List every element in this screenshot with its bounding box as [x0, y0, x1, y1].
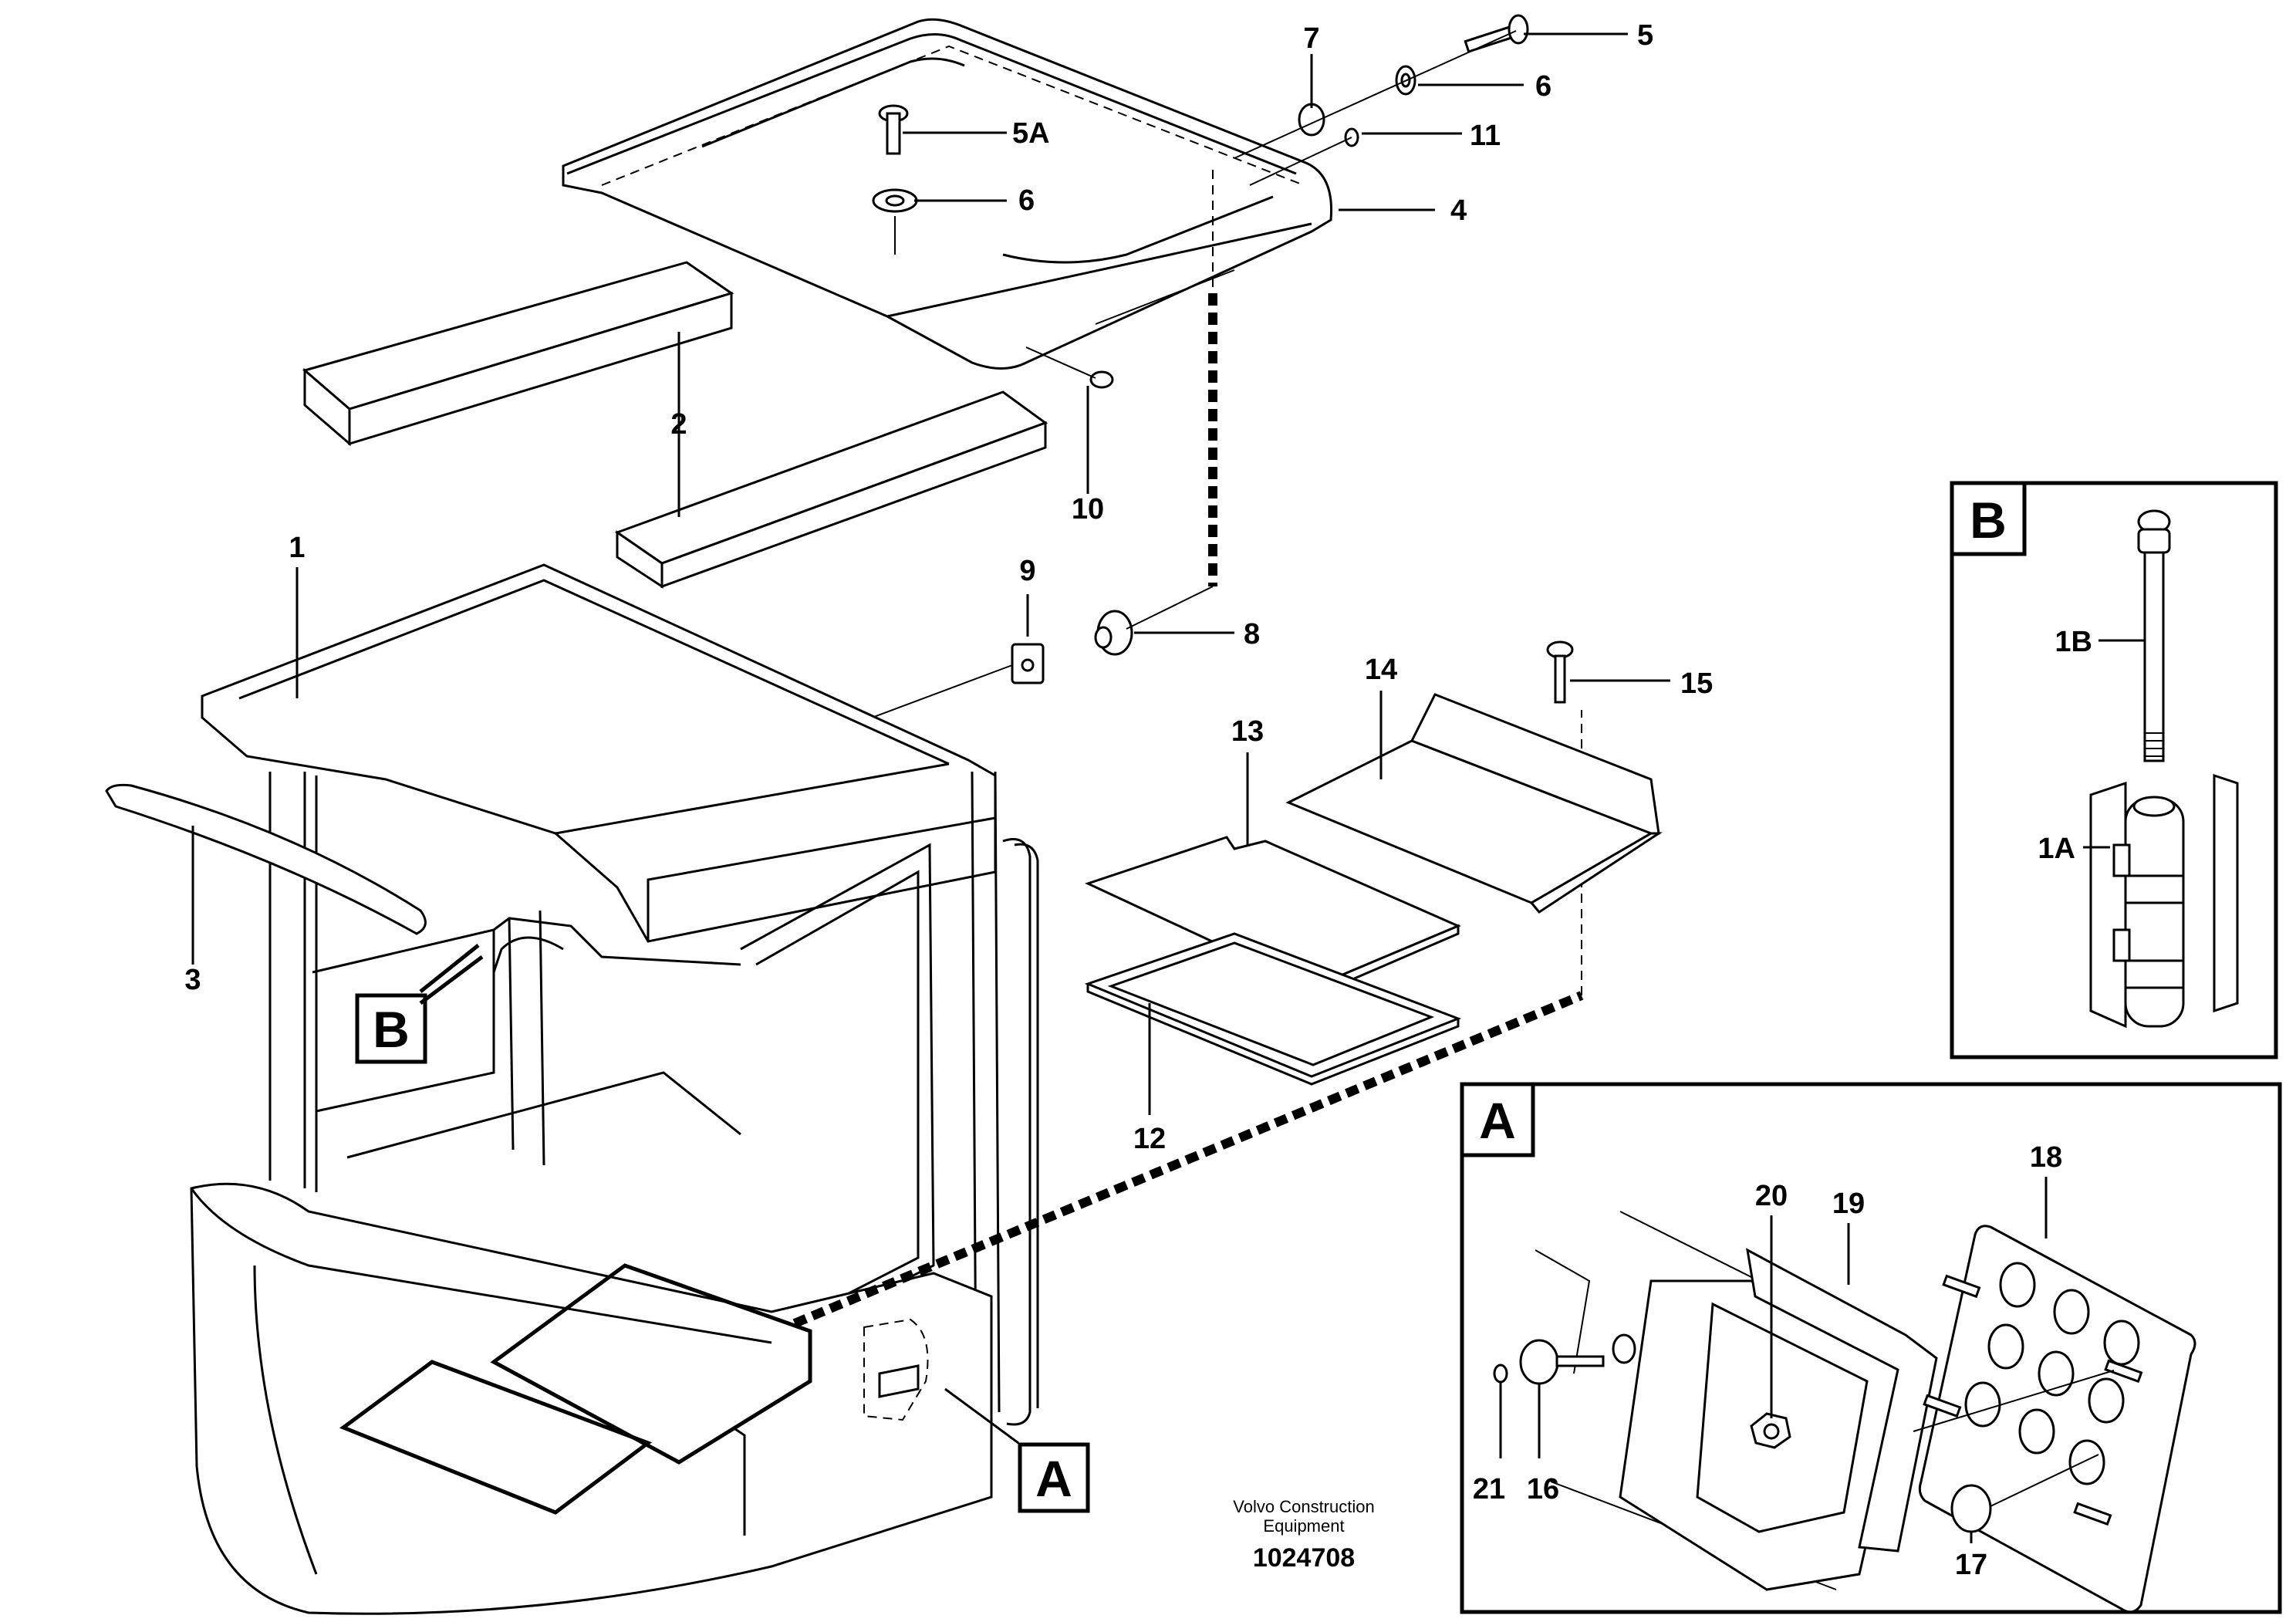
credit-line-2: Equipment	[1263, 1516, 1344, 1536]
callout-10: 10	[1072, 493, 1104, 525]
callout-20: 20	[1755, 1180, 1788, 1212]
callout-13: 13	[1231, 715, 1264, 748]
callout-5a: 5A	[1012, 117, 1050, 150]
detail-b-panel	[1950, 481, 2278, 1059]
clip-9	[1011, 643, 1045, 684]
callout-1b: 1B	[2055, 626, 2092, 658]
nut-20	[1750, 1412, 1791, 1449]
ref-box-a: A	[1018, 1442, 1090, 1513]
seal-strip	[105, 783, 427, 935]
callout-19: 19	[1832, 1188, 1865, 1220]
detail-a-title: A	[1479, 1092, 1516, 1149]
callout-6-roof: 6	[1018, 184, 1035, 217]
callout-3: 3	[184, 964, 201, 996]
callout-1: 1	[289, 532, 305, 564]
callout-1a: 1A	[2038, 833, 2075, 865]
studs	[1923, 1274, 2143, 1526]
grommet-16	[1519, 1339, 1605, 1385]
callout-14: 14	[1365, 654, 1397, 686]
callout-18: 18	[2030, 1141, 2062, 1174]
callout-7: 7	[1303, 22, 1319, 55]
callout-6-bolt: 6	[1535, 70, 1551, 103]
cab-frame	[190, 563, 1039, 1615]
callout-4: 4	[1450, 194, 1467, 227]
document-number: 1024708	[1253, 1543, 1355, 1573]
insulation-pad-lower	[614, 390, 1048, 589]
detail-b-title: B	[1970, 492, 2007, 549]
washer-6-roof	[872, 188, 918, 213]
hinge-pin-1b	[2137, 509, 2171, 762]
bolt-5	[1464, 14, 1529, 53]
callout-8: 8	[1244, 618, 1260, 650]
callout-9: 9	[1019, 555, 1035, 587]
plug-21	[1493, 1363, 1508, 1384]
insulation-pad-upper	[302, 261, 734, 447]
grommet-17	[1950, 1484, 1992, 1533]
gasket-12	[1084, 932, 1462, 1086]
callout-15: 15	[1680, 667, 1713, 700]
panel-14	[1285, 693, 1663, 914]
callout-5: 5	[1637, 19, 1653, 52]
callout-11: 11	[1470, 120, 1501, 152]
plug-10	[1089, 370, 1114, 389]
svg-text:B: B	[373, 1001, 410, 1058]
credit-line-1: Volvo Construction	[1233, 1497, 1374, 1516]
callout-17: 17	[1955, 1549, 1987, 1581]
bolt-5a	[878, 104, 909, 155]
spacer-8	[1094, 610, 1133, 656]
ref-box-b: B	[355, 993, 427, 1064]
leader-lines	[191, 32, 2048, 1543]
callout-12: 12	[1133, 1123, 1166, 1155]
callout-16: 16	[1527, 1473, 1559, 1505]
callout-21: 21	[1473, 1473, 1505, 1505]
callout-2: 2	[670, 408, 687, 441]
seal-19	[1746, 1248, 1938, 1553]
svg-text:A: A	[1035, 1450, 1072, 1507]
bolt-15	[1546, 640, 1574, 704]
detail-a-panel	[1460, 1082, 2282, 1614]
callout-labels: 1 2 3 4 5 5A 6 6 7 8 9 10 11 12 13 14 15…	[184, 19, 2092, 1581]
roof-panel	[562, 18, 1333, 370]
hinge-1a	[2089, 773, 2239, 1029]
